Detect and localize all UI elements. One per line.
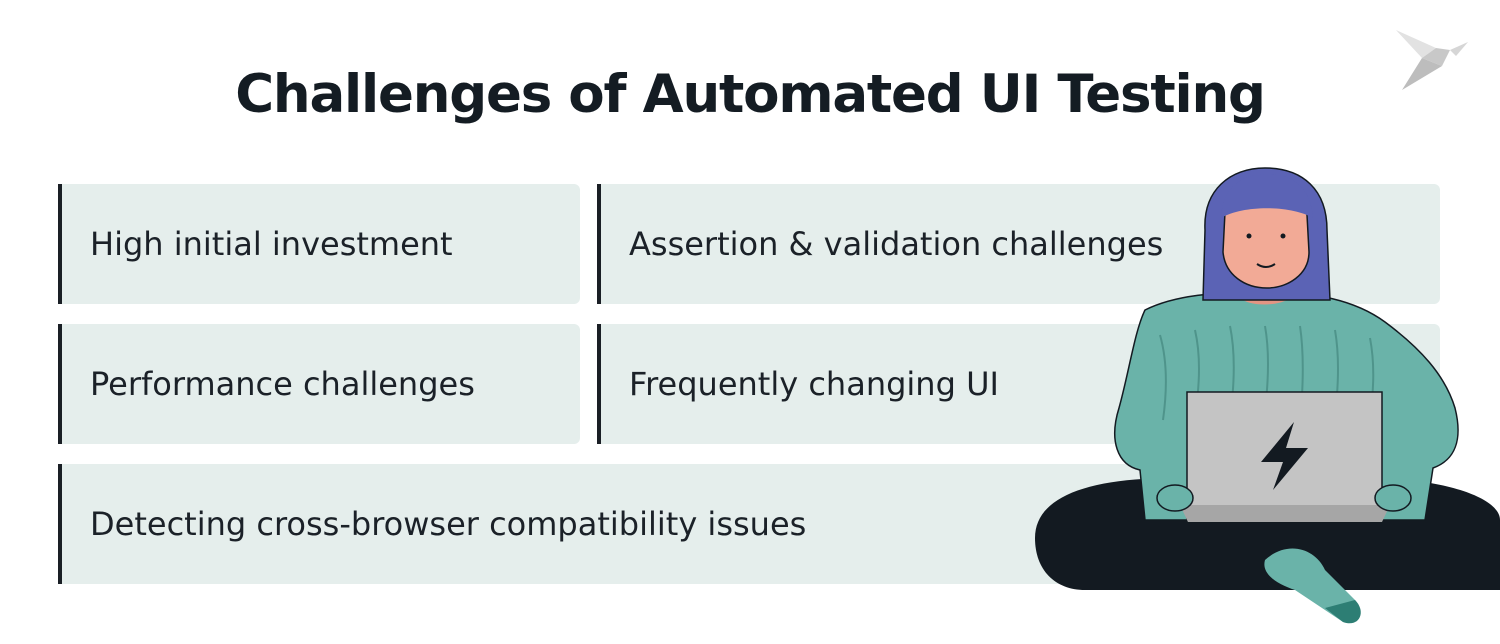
challenge-label: Detecting cross-browser compatibility is… <box>90 505 807 543</box>
lightning-bolt-icon <box>1261 422 1308 490</box>
challenge-card-performance: Performance challenges <box>58 324 580 444</box>
challenge-label: High initial investment <box>90 225 453 263</box>
challenge-card-cross-browser: Detecting cross-browser compatibility is… <box>58 464 1188 584</box>
page-title: Challenges of Automated UI Testing <box>235 64 1266 125</box>
bird-logo-icon <box>1396 30 1468 90</box>
challenge-card-initial-investment: High initial investment <box>58 184 580 304</box>
challenge-label: Frequently changing UI <box>629 365 999 403</box>
challenge-label: Performance challenges <box>90 365 475 403</box>
woman-with-laptop-illustration <box>1035 167 1500 624</box>
challenge-label: Assertion & validation challenges <box>629 225 1164 263</box>
